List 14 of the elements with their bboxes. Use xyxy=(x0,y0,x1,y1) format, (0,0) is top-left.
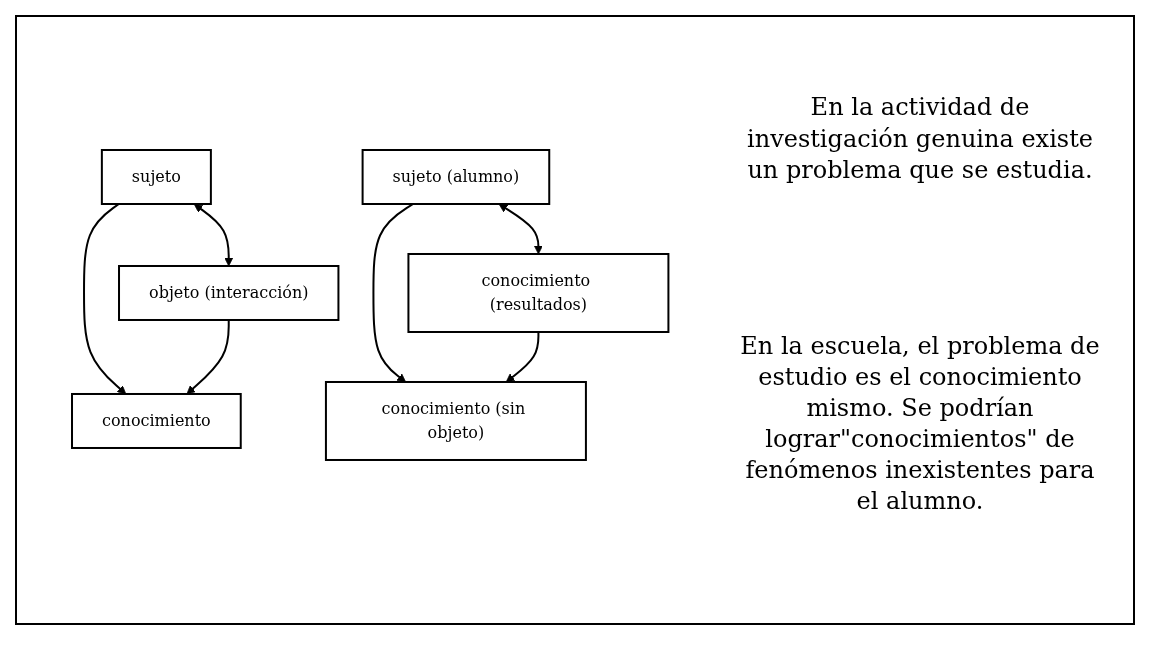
node-box: conocimiento (sin objeto) xyxy=(324,381,587,461)
note-text: En la actividad de investigación genuina existe un problema que se estudia. xyxy=(746,92,1094,186)
node-box: sujeto xyxy=(100,149,212,205)
node-box: sujeto (alumno) xyxy=(361,149,551,205)
node-box: conocimiento (resultados) xyxy=(407,253,670,333)
arrow xyxy=(372,203,414,383)
arrow xyxy=(82,203,127,395)
node-box: objeto (interacción) xyxy=(117,265,340,321)
arrow xyxy=(186,319,230,395)
note-text: En la escuela, el problema de estudio es el conocimiento mismo. Se podrían lograr"conocimientos" de fenómenos inexistentes para el alumno. xyxy=(740,330,1100,518)
arrow xyxy=(193,203,233,267)
node-box: conocimiento xyxy=(70,393,242,449)
arrow xyxy=(498,203,543,255)
arrow xyxy=(505,331,540,383)
